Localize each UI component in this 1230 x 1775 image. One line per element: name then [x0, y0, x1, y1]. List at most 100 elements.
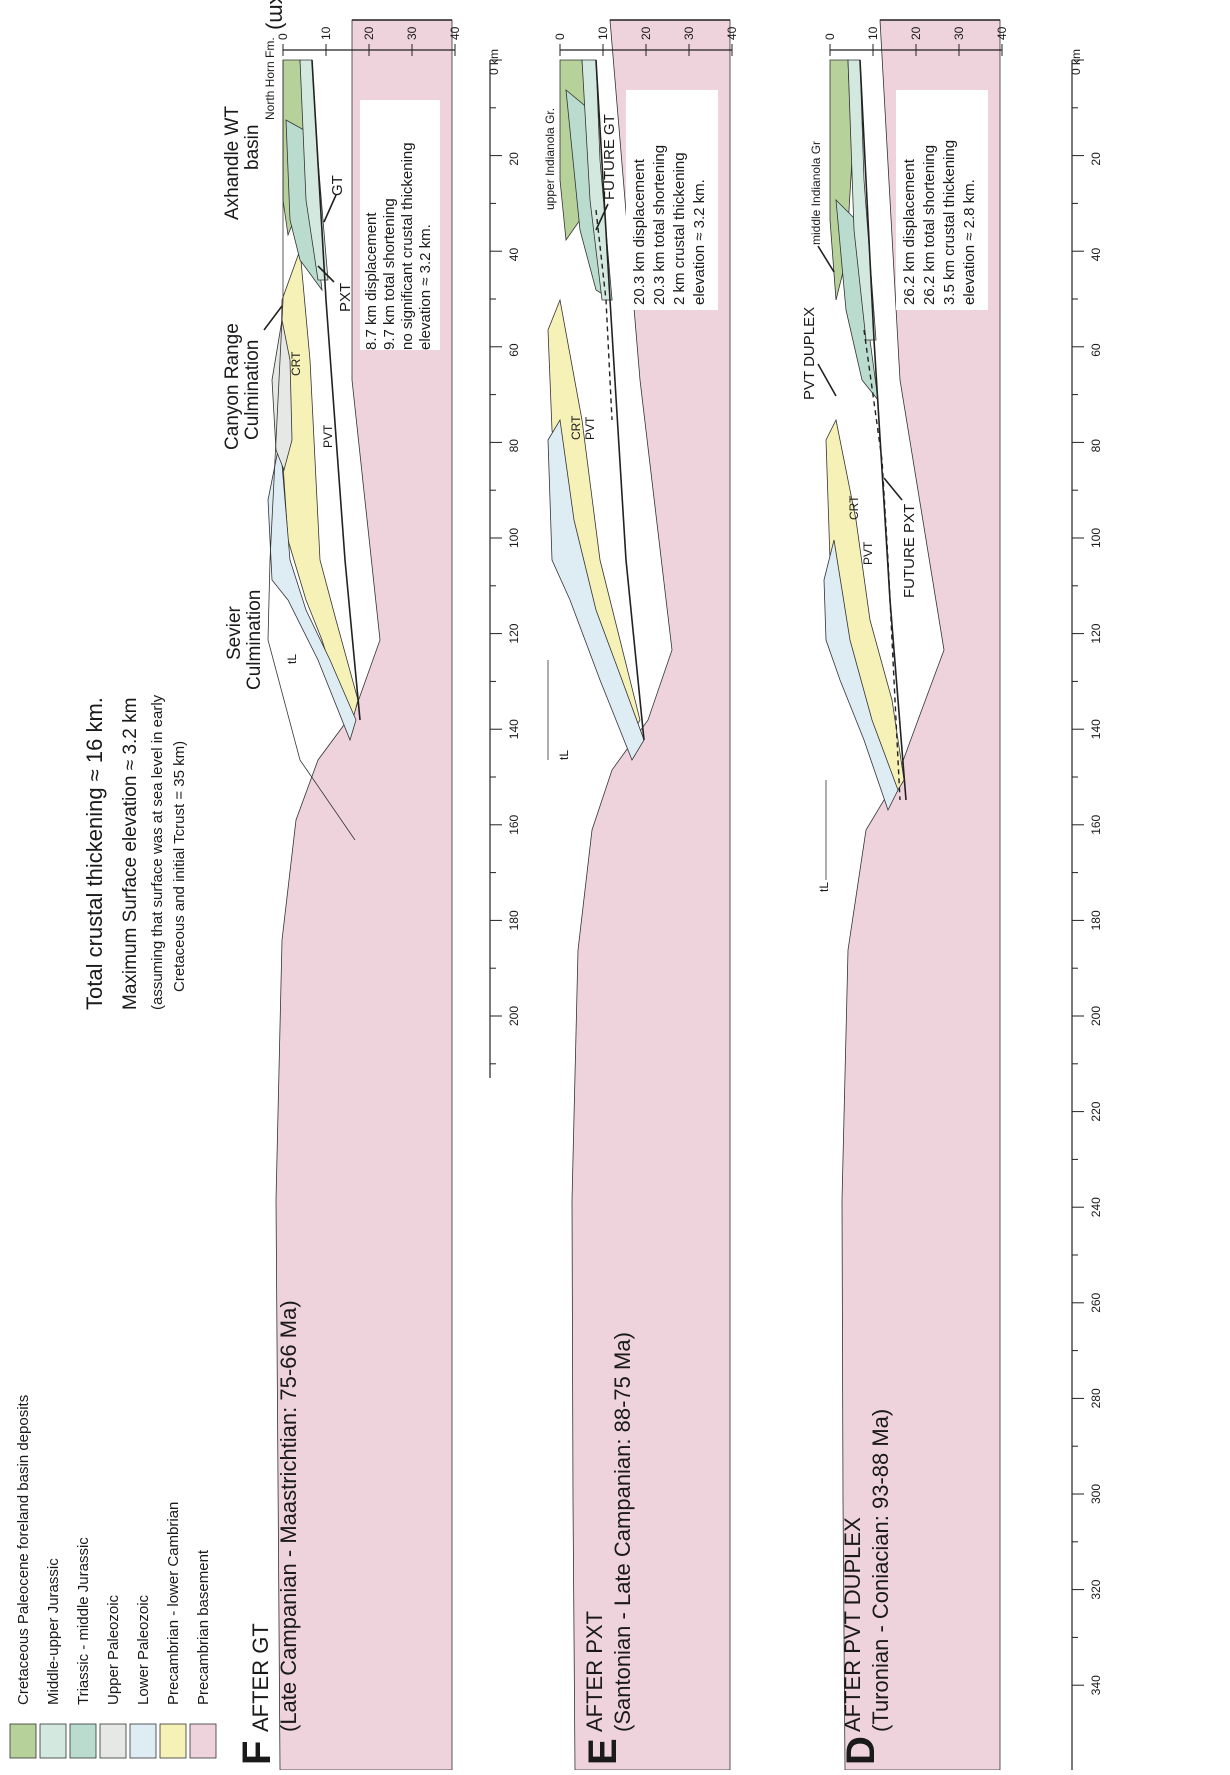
e-tl-label: tL — [557, 750, 571, 760]
legend-swatch — [160, 1724, 186, 1758]
f-canyon-label-2: Culmination — [242, 340, 263, 440]
e-upper-indianola-label: upper Indianola Gr. — [543, 108, 557, 210]
d-stat-0: 26.2 km displacement — [901, 158, 918, 305]
f-canyon-label-1: Canyon Range — [222, 323, 243, 450]
total-thickening-text: Total crustal thickening ≈ 16 km. — [82, 697, 107, 1010]
d-future-pxt-arrow — [884, 478, 902, 500]
e-crt-label: CRT — [569, 415, 583, 440]
legend-label: Precambrian - lower Cambrian — [165, 1502, 182, 1705]
d-crt-label: CRT — [847, 495, 861, 520]
legend-swatch — [190, 1724, 216, 1758]
legend-swatch — [100, 1724, 126, 1758]
d-distance-tick-label: 100 — [1089, 528, 1103, 548]
d-tl-label: tL — [817, 882, 831, 892]
d-title: AFTER PVT DUPLEX — [840, 1517, 865, 1732]
d-depth-tick-label: 0 — [823, 33, 837, 40]
legend-label: Cretaceous Paleocene foreland basin depo… — [15, 1395, 32, 1705]
f-depth-tick-label: 10 — [319, 26, 333, 40]
f-distance-tick-label: 140 — [507, 719, 521, 739]
d-stat-2: 3.5 km crustal thickening — [941, 140, 958, 305]
f-sevier-label-1: Sevier — [224, 605, 245, 660]
legend: Cretaceous Paleocene foreland basin depo… — [10, 1395, 216, 1758]
d-distance-tick-label: 20 — [1089, 152, 1103, 166]
legend-swatch — [10, 1724, 36, 1758]
legend-swatch — [40, 1724, 66, 1758]
legend-label: Triassic - middle Jurassic — [75, 1537, 92, 1705]
d-distance-tick-label: 120 — [1089, 623, 1103, 643]
d-distance-tick-label: 240 — [1089, 1197, 1103, 1217]
f-pxt-label: PXT — [337, 283, 354, 312]
e-title: AFTER PXT — [582, 1611, 607, 1732]
d-distance-tick-label: 260 — [1089, 1292, 1103, 1312]
f-depth-tick-label: 20 — [362, 26, 376, 40]
d-pvt-duplex-arrow — [818, 364, 836, 396]
f-axhandle-label: Axhandle WT — [222, 106, 243, 220]
e-depth-tick-label: 10 — [596, 26, 610, 40]
f-depth-tick-label: 30 — [405, 26, 419, 40]
f-north-horn-label: North Horn Fm. — [263, 37, 277, 120]
max-elevation-text: Maximum Surface elevation ≈ 3.2 km — [120, 698, 141, 1010]
distance-unit-label-f: 0 km — [487, 49, 501, 75]
summary-block: Total crustal thickening ≈ 16 km. Maximu… — [82, 694, 188, 1010]
f-letter: F — [235, 1741, 279, 1765]
f-stat-3: elevation ≈ 3.2 km. — [417, 224, 434, 350]
d-depth-tick-label: 40 — [995, 26, 1009, 40]
f-distance-tick-label: 40 — [507, 248, 521, 262]
d-stat-1: 26.2 km total shortening — [921, 145, 938, 305]
legend-swatch — [70, 1724, 96, 1758]
d-distance-tick-label: 160 — [1089, 814, 1103, 834]
f-distance-tick-label: 180 — [507, 910, 521, 930]
f-distance-tick-label: 20 — [507, 152, 521, 166]
f-stat-0: 8.7 km displacement — [363, 212, 380, 350]
f-basin-label: basin — [242, 125, 263, 170]
e-letter: E — [581, 1738, 625, 1765]
e-depth-tick-label: 0 — [553, 33, 567, 40]
d-depth-tick-label: 20 — [909, 26, 923, 40]
d-distance-tick-label: 40 — [1089, 248, 1103, 262]
f-gt-label: GT — [329, 175, 346, 196]
e-depth-tick-label: 30 — [682, 26, 696, 40]
assumption-line-1: (assuming that surface was at sea level … — [149, 694, 166, 1010]
e-depth-tick-label: 20 — [639, 26, 653, 40]
d-distance-tick-label: 140 — [1089, 719, 1103, 739]
d-distance-tick-label: 80 — [1089, 439, 1103, 453]
d-distance-tick-label: 200 — [1089, 1006, 1103, 1026]
f-distance-tick-label: 160 — [507, 814, 521, 834]
f-sevier-label-2: Culmination — [244, 590, 265, 690]
f-distance-tick-label: 100 — [507, 528, 521, 548]
d-depth-tick-label: 10 — [866, 26, 880, 40]
d-stat-3: elevation ≈ 2.8 km. — [961, 179, 978, 305]
d-middle-indianola-label: middle Indianola Gr — [809, 141, 823, 245]
assumption-line-2: Cretaceous and initial Tcrust = 35 km) — [171, 741, 188, 992]
f-depth-tick-label: 40 — [448, 26, 462, 40]
f-distance-tick-label: 80 — [507, 439, 521, 453]
e-stat-1: 20.3 km total shortening — [651, 145, 668, 305]
d-distance-tick-label: 280 — [1089, 1388, 1103, 1408]
legend-label: Precambrian basement — [195, 1549, 212, 1705]
f-crt-label: CRT — [289, 351, 303, 376]
d-pvt-duplex-label: PVT DUPLEX — [801, 307, 818, 400]
f-title: AFTER GT — [248, 1623, 273, 1732]
e-stat-3: elevation ≈ 3.2 km. — [691, 179, 708, 305]
d-pvt-label: PVT — [861, 541, 875, 565]
f-pvt-label: PVT — [321, 424, 335, 448]
d-distance-tick-label: 340 — [1089, 1675, 1103, 1695]
legend-label: Middle-upper Jurassic — [45, 1558, 62, 1705]
e-stat-2: 2 km crustal thickening — [671, 152, 688, 305]
f-depth-tick-label: 0 — [276, 33, 290, 40]
d-middle-indianola-arrow — [818, 246, 834, 272]
f-distance-tick-label: 200 — [507, 1006, 521, 1026]
f-stat-1: 9.7 km total shortening — [381, 198, 398, 350]
f-canyon-arrow — [264, 306, 282, 330]
d-distance-tick-label: 220 — [1089, 1101, 1103, 1121]
e-depth-tick-label: 40 — [725, 26, 739, 40]
f-stat-2: no significant crustal thickening — [399, 142, 416, 350]
d-distance-tick-label: 60 — [1089, 343, 1103, 357]
d-distance-tick-label: 300 — [1089, 1484, 1103, 1504]
d-distance-tick-label: 320 — [1089, 1579, 1103, 1599]
f-gt-arrow — [324, 195, 336, 222]
e-pvt-label: PVT — [583, 416, 597, 440]
f-subtitle: (Late Campanian - Maastrichtian: 75-66 M… — [276, 1300, 301, 1732]
legend-label: Lower Paleozoic — [135, 1594, 152, 1705]
